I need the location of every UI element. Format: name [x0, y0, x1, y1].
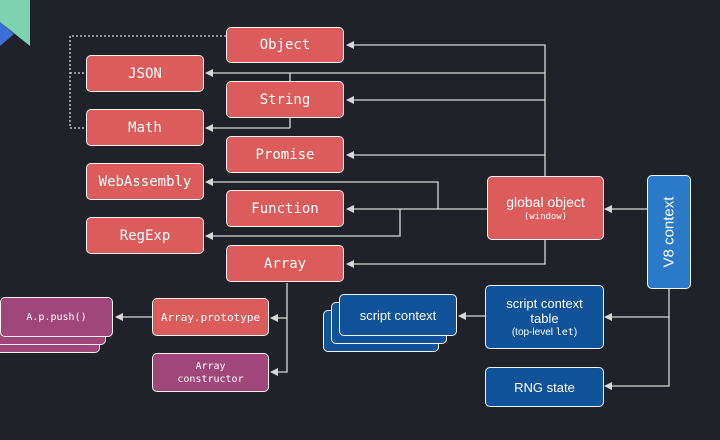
webassembly-label: WebAssembly — [98, 173, 192, 190]
rng-state-label: RNG state — [514, 379, 575, 395]
corner-logo-icon — [0, 0, 30, 46]
script-context-node: script context — [339, 294, 457, 336]
promise-label: Promise — [255, 146, 315, 163]
math-label: Math — [128, 119, 162, 136]
regexp-node: RegExp — [86, 217, 204, 254]
v8-context-node: V8 context — [647, 175, 691, 289]
v8-context-label: V8 context — [660, 196, 678, 268]
array-prototype-node: Array.prototype — [152, 298, 269, 336]
global-object-node: global object (window) — [487, 176, 604, 240]
script-context-table-label-line1: script context — [506, 295, 583, 311]
array-constructor-label-line1: Array — [195, 360, 226, 372]
json-node: JSON — [86, 55, 204, 92]
object-node: Object — [226, 27, 344, 63]
function-label: Function — [251, 200, 319, 217]
array-label: Array — [263, 255, 307, 272]
json-label: JSON — [128, 65, 162, 82]
function-node: Function — [226, 190, 344, 227]
webassembly-node: WebAssembly — [86, 163, 204, 200]
array-constructor-node: Array constructor — [152, 353, 269, 392]
script-context-table-code: let — [555, 326, 574, 338]
global-object-label: global object — [506, 194, 585, 210]
array-prototype-label: Array.prototype — [160, 310, 261, 324]
promise-node: Promise — [226, 136, 344, 173]
rng-state-node: RNG state — [485, 367, 604, 407]
push-label: A.p.push() — [26, 311, 87, 323]
array-node: Array — [226, 245, 344, 282]
script-context-label: script context — [359, 307, 437, 323]
string-label: String — [259, 91, 311, 108]
script-context-table-label-line2: table — [530, 310, 559, 326]
script-context-table-suffix: ) — [573, 326, 578, 338]
script-context-table-label-line3: (top-level let) — [512, 326, 577, 339]
regexp-label: RegExp — [119, 227, 171, 244]
string-node: String — [226, 81, 344, 118]
math-node: Math — [86, 109, 204, 146]
push-node: A.p.push() — [0, 297, 113, 337]
script-context-table-node: script context table (top-level let) — [485, 285, 604, 349]
script-context-table-prefix: (top-level — [511, 326, 556, 338]
global-object-sublabel: (window) — [523, 212, 568, 222]
object-label: Object — [259, 37, 311, 53]
array-constructor-label-line2: constructor — [177, 373, 244, 385]
